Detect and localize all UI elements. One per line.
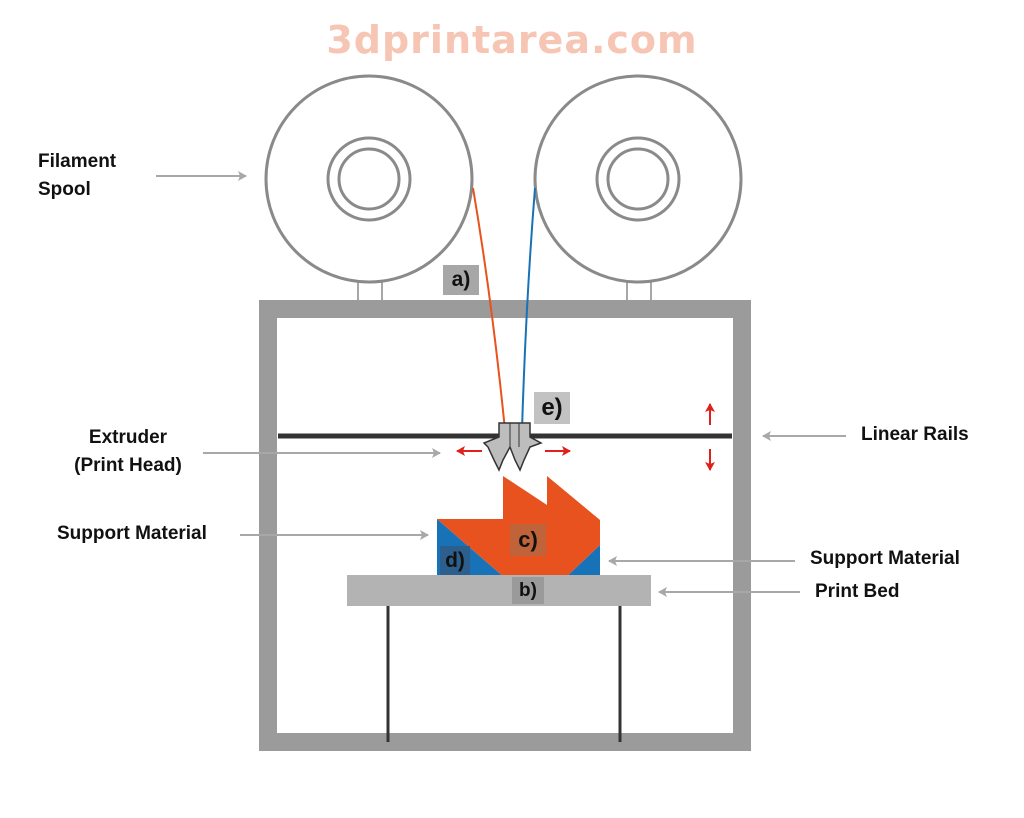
extruder-print-head: [482, 422, 543, 472]
extruder-label-line1: Extruder: [88, 427, 168, 448]
linear-rails-label: Linear Rails: [861, 424, 969, 445]
filament-spool-label-line2: Spool: [38, 179, 91, 200]
extruder-label: Extruder (Print Head): [48, 424, 208, 480]
support-material-right-label: Support Material: [810, 548, 960, 569]
filament-spool-label-line1: Filament: [38, 151, 117, 172]
orange-filament: [472, 187, 506, 431]
tag-a: a): [451, 268, 471, 291]
tag-e-box: [534, 392, 570, 424]
tag-e: e): [541, 394, 563, 421]
tag-b: b): [519, 580, 537, 601]
extruder-label-line2: (Print Head): [74, 455, 182, 476]
right-filament-spool: [533, 74, 743, 284]
watermark-text: 3dprintarea.com: [326, 18, 698, 62]
tag-b-box: [512, 577, 544, 604]
tag-a-box: [443, 265, 479, 295]
left-filament-spool: [264, 74, 474, 284]
blue-filament: [521, 187, 536, 431]
printer-frame: [259, 300, 751, 751]
tag-d: d): [445, 549, 465, 572]
support-material-left-label: Support Material: [57, 523, 207, 544]
print-bed: [347, 575, 651, 606]
print-bed-label: Print Bed: [815, 581, 900, 602]
tag-c-box: [510, 524, 546, 556]
tag-c: c): [518, 527, 538, 552]
tag-d-box: [440, 546, 470, 576]
filament-spool-label: Filament Spool: [38, 148, 116, 204]
